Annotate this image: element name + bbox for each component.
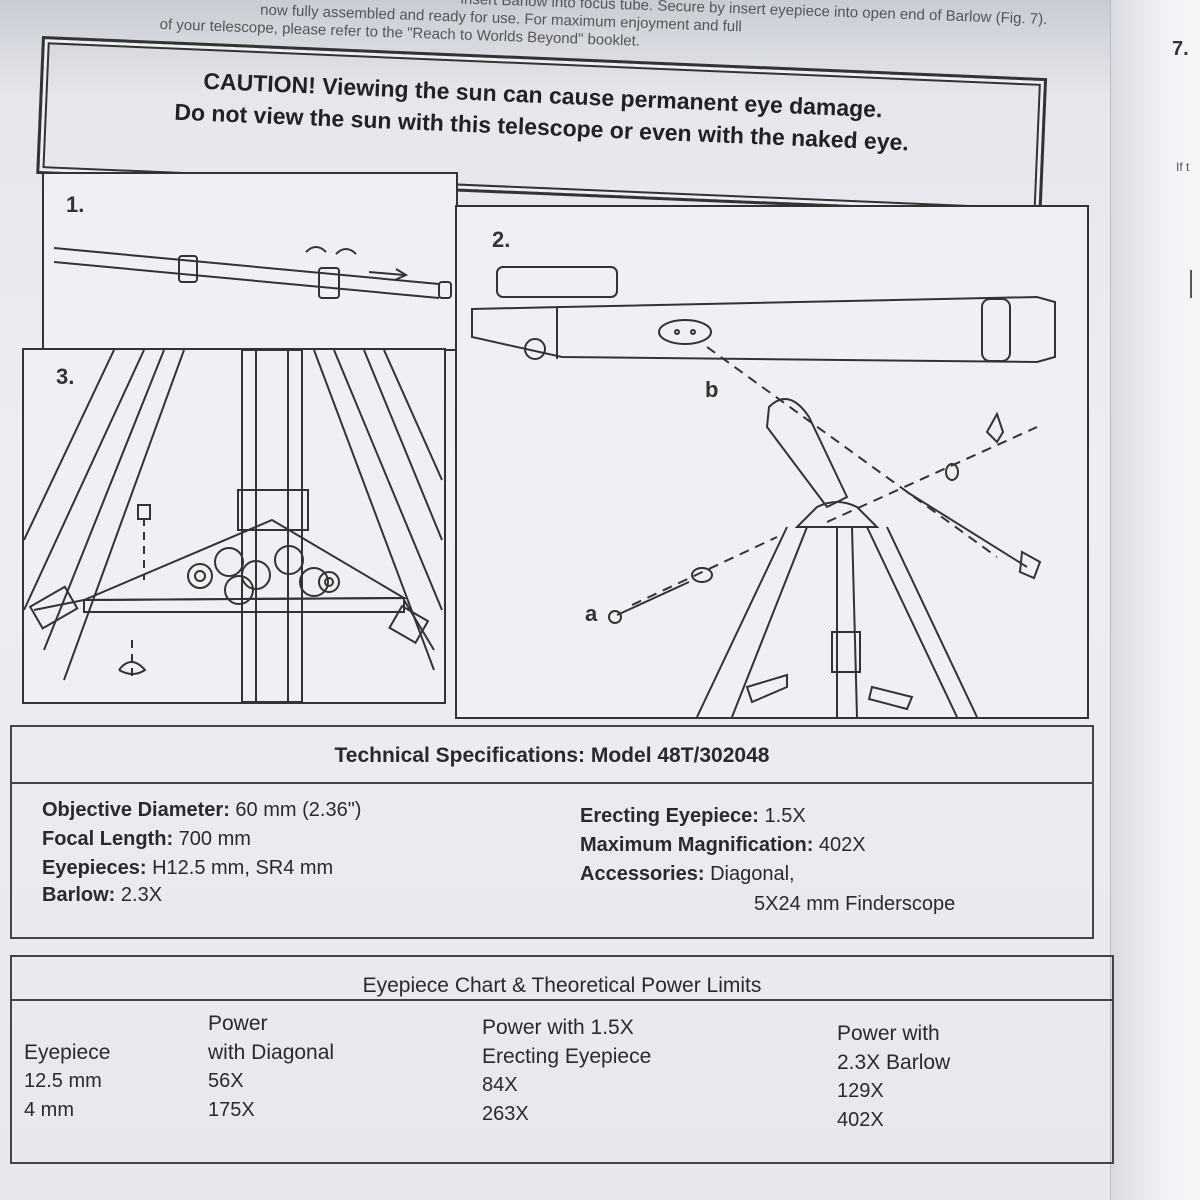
right-page-edge	[1110, 0, 1200, 1200]
spec-focal-value: 700 mm	[178, 828, 251, 850]
spec-accessories-value-1: Diagonal,	[710, 863, 795, 885]
label-a: a	[585, 601, 598, 626]
figure-3: 3.	[22, 348, 446, 704]
spec-maxmag-label: Maximum Magnification:	[580, 834, 814, 856]
column-header-line-1: Power with	[837, 1022, 940, 1045]
column-value: 402X	[837, 1109, 884, 1131]
chart-column-barlow: Power with 2.3X Barlow 129X 402X	[837, 1019, 950, 1135]
chart-column-erecting: Power with 1.5X Erecting Eyepiece 84X 26…	[482, 1013, 651, 1129]
spec-maxmag-value: 402X	[818, 834, 866, 856]
column-value: 12.5 mm	[24, 1070, 102, 1092]
right-page-fragment: If t	[1176, 160, 1190, 174]
telescope-mount-illustration	[471, 266, 1056, 717]
figure-2: 2. b a	[455, 205, 1089, 719]
accessory-tray-illustration	[24, 350, 443, 702]
spec-focal: Focal Length: 700 mm	[42, 828, 251, 851]
column-value: 263X	[482, 1103, 529, 1125]
spec-focal-label: Focal Length:	[42, 828, 174, 850]
spec-objective: Objective Diameter: 60 mm (2.36")	[42, 799, 361, 822]
spec-accessories-label: Accessories:	[580, 863, 705, 885]
right-page-number: 7.	[1172, 38, 1189, 60]
column-header-line-1: Power	[208, 1012, 268, 1035]
spec-objective-label: Objective Diameter:	[42, 799, 230, 821]
spec-barlow: Barlow: 2.3X	[42, 884, 162, 907]
tripod-leg-illustration	[53, 246, 452, 299]
chart-column-eyepiece: Eyepiece 12.5 mm 4 mm	[24, 1009, 110, 1125]
spec-barlow-value: 2.3X	[120, 884, 163, 906]
column-header-line-1	[24, 1009, 110, 1038]
figure-1-number: 1.	[66, 192, 85, 217]
figure-2-number: 2.	[492, 227, 511, 252]
column-header-line-2: 2.3X Barlow	[837, 1051, 951, 1074]
spec-accessories-line-2: 5X24 mm Finderscope	[754, 893, 956, 915]
figure-1: 1.	[42, 172, 458, 351]
column-value: 4 mm	[24, 1099, 74, 1121]
eyepiece-chart-title: Eyepiece Chart & Theoretical Power Limit…	[12, 957, 1112, 1001]
spec-barlow-label: Barlow:	[42, 884, 116, 906]
spec-eyepieces-value: H12.5 mm, SR4 mm	[152, 857, 334, 879]
spec-erecting-value: 1.5X	[764, 805, 806, 827]
right-page-mark	[1190, 270, 1192, 298]
column-value: 84X	[482, 1074, 518, 1096]
spec-erecting-label: Erecting Eyepiece:	[580, 805, 759, 827]
eyepiece-chart: Eyepiece Chart & Theoretical Power Limit…	[10, 955, 1114, 1164]
technical-specifications: Technical Specifications: Model 48T/3020…	[10, 725, 1094, 939]
column-header-line-1: Power with 1.5X	[482, 1016, 634, 1039]
column-header-line-2: Erecting Eyepiece	[482, 1045, 652, 1068]
chart-column-diagonal: Power with Diagonal 56X 175X	[208, 1009, 334, 1125]
specs-title: Technical Specifications: Model 48T/3020…	[12, 727, 1092, 784]
column-value: 129X	[837, 1080, 884, 1102]
figure-3-number: 3.	[56, 364, 75, 389]
column-value: 175X	[208, 1099, 255, 1121]
spec-objective-value: 60 mm (2.36")	[235, 799, 362, 821]
column-header-line-2: Eyepiece	[24, 1041, 111, 1064]
spec-eyepieces: Eyepieces: H12.5 mm, SR4 mm	[42, 857, 333, 880]
column-value: 56X	[208, 1070, 244, 1092]
column-header-line-2: with Diagonal	[208, 1041, 335, 1064]
spec-accessories: Accessories: Diagonal,	[580, 863, 795, 886]
label-b: b	[705, 377, 719, 402]
spec-erecting: Erecting Eyepiece: 1.5X	[580, 805, 806, 828]
spec-max-magnification: Maximum Magnification: 402X	[580, 834, 866, 857]
spec-eyepieces-label: Eyepieces:	[42, 857, 147, 879]
